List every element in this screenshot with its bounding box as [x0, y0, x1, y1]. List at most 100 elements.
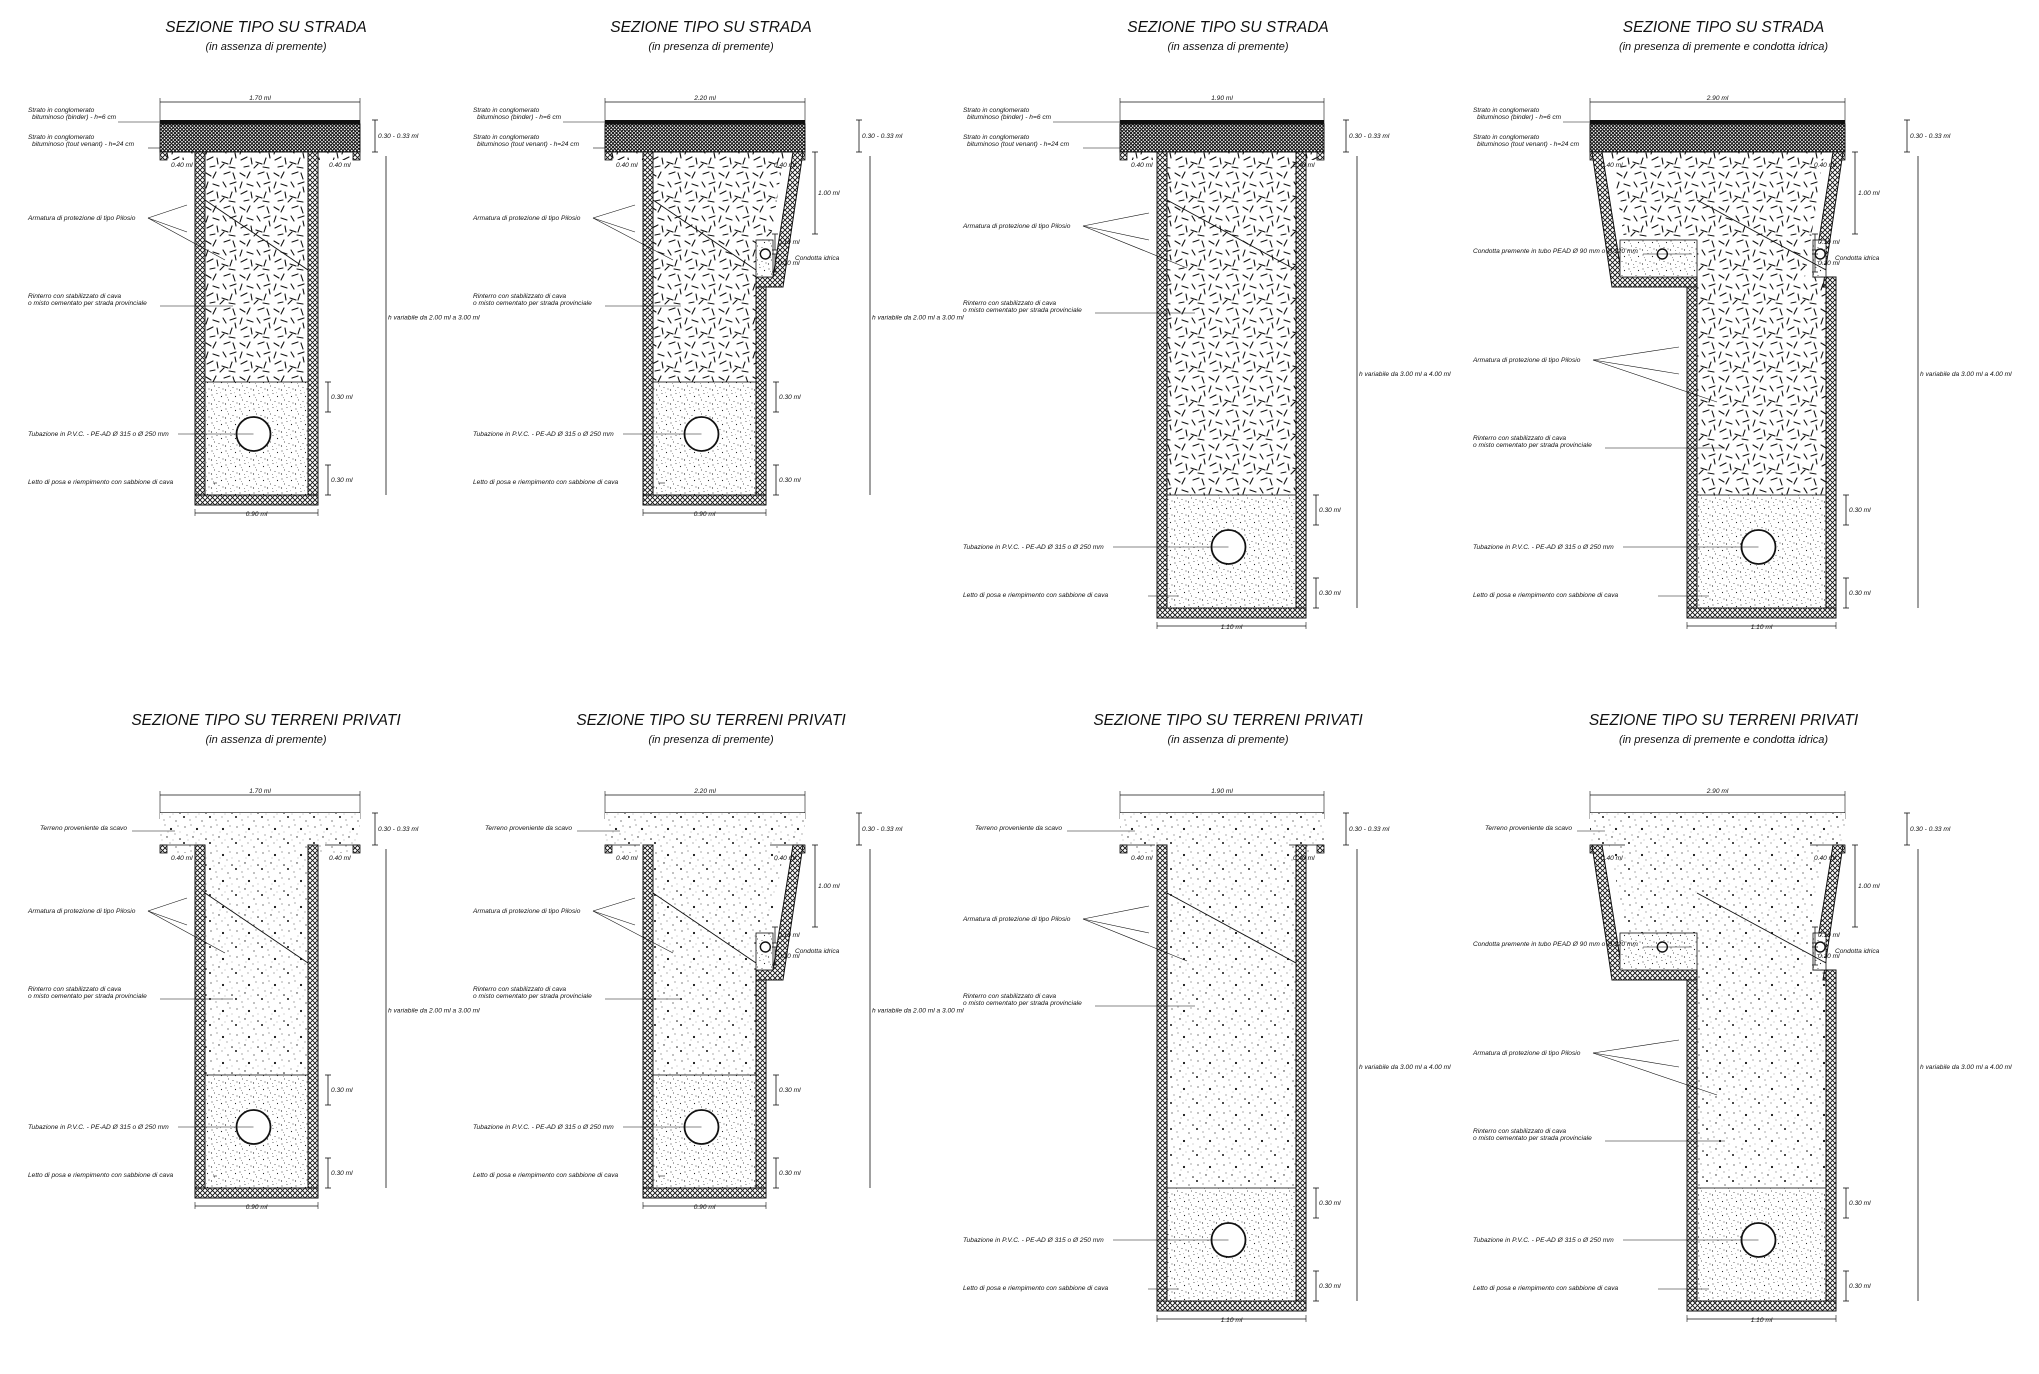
trench-wall-left [642, 844, 654, 1199]
dimension-label: 0.10 ml [1818, 932, 1840, 939]
dimension-label: 0.30 ml [331, 394, 353, 401]
dimension-h-variable: h variabile da 2.00 ml a 3.00 ml [388, 1008, 480, 1015]
label-rinterro-line1: Rinterro con stabilizzato di cava [28, 293, 121, 300]
label-rinterro-line1: Rinterro con stabilizzato di cava [28, 986, 121, 993]
trench-floor [194, 1187, 319, 1199]
section-title: SEZIONE TIPO SU TERRENI PRIVATI [131, 712, 401, 729]
section-subtitle: (in presenza di premente e condotta idri… [1619, 734, 1828, 746]
trench-wall-right [755, 969, 767, 1199]
dimension-label: 0.30 ml [331, 1087, 353, 1094]
label-rinterro-line2: o misto cementato per strada provinciale [963, 1000, 1082, 1007]
label-premente: Condotta premente in tubo PEAD Ø 90 mm o… [1473, 941, 1638, 948]
dimension-label: 0.30 ml [1319, 1200, 1341, 1207]
tout-venant-layer [1589, 123, 1846, 153]
leader-line [1082, 905, 1150, 920]
label-letto: Letto di posa e riempimento con sabbione… [28, 1172, 173, 1179]
section-panel-p2: SEZIONE TIPO SU TERRENI PRIVATI(in prese… [472, 712, 964, 1211]
label-terreno: Terreno proveniente da scavo [40, 825, 127, 832]
excavated-soil-layer [605, 813, 805, 845]
dimension-label: 0.10 ml [778, 239, 800, 246]
dimension-shoulder-left: 0.40 ml [1131, 855, 1153, 862]
leader-line [592, 897, 636, 912]
dimension-label: 0.10 ml [778, 260, 800, 267]
leader-line [1082, 225, 1188, 269]
trench-wall-right [1825, 276, 1837, 619]
label-layer2-line1: Strato in conglomerato [28, 134, 95, 141]
section-title: SEZIONE TIPO SU STRADA [610, 19, 812, 36]
bottom-width-dimension: 1.10 ml [1686, 622, 1837, 631]
label-layer1-line1: Strato in conglomerato [963, 107, 1030, 114]
dimension-label: 0.30 ml [1849, 1283, 1871, 1290]
section-subtitle: (in assenza di premente) [1167, 734, 1288, 746]
shoulder-left [604, 151, 613, 161]
dimension-label: 1.00 ml [818, 190, 840, 197]
shoulder-right [1316, 844, 1325, 854]
section-subtitle: (in presenza di premente) [648, 734, 774, 746]
dimension-label: 1.00 ml [818, 883, 840, 890]
excavated-soil-layer [1590, 813, 1845, 845]
dimension-bed: 0.30 ml [1843, 577, 1871, 609]
section-panel-p4: SEZIONE TIPO SU TERRENI PRIVATI(in prese… [1472, 712, 2012, 1324]
step-sand-box [1619, 239, 1698, 278]
label-rinterro-line2: o misto cementato per strada provinciale [1473, 1135, 1592, 1142]
leader-line [1592, 1052, 1718, 1096]
dimension-pipe-zone: 0.30 ml [325, 1074, 353, 1106]
trench-floor [1156, 1300, 1307, 1312]
dimension-label: 0.30 - 0.33 ml [1910, 826, 1951, 833]
label-condotta-idrica: Condotta idrica [1835, 255, 1880, 262]
dimension-shoulder-right: 0.40 ml [1293, 855, 1315, 862]
shoulder-right [1316, 151, 1325, 161]
label-rinterro-line2: o misto cementato per strada provinciale [28, 300, 147, 307]
label-layer1-line2: bituminoso (binder) - h=6 cm [477, 114, 562, 121]
trench-floor [1156, 607, 1307, 619]
leader-line [592, 217, 636, 233]
leader-line [147, 217, 226, 261]
label-armatura: Armatura di protezione di tipo Pilosio [962, 916, 1071, 923]
dimension-side-a: 0.10 ml [1812, 233, 1840, 251]
dimension-shoulder-left: 0.40 ml [616, 855, 638, 862]
label-layer2-line2: bituminoso (tout venant) - h=24 cm [477, 141, 580, 148]
top-width-label: 2.90 ml [1706, 788, 1729, 795]
dimension-label: 0.30 - 0.33 ml [1349, 826, 1390, 833]
dimension-shoulder-left: 0.40 ml [171, 855, 193, 862]
binder-layer [1120, 120, 1324, 124]
label-letto: Letto di posa e riempimento con sabbione… [963, 1285, 1108, 1292]
dimension-label: 0.30 ml [1319, 507, 1341, 514]
section-subtitle: (in assenza di premente) [205, 734, 326, 746]
dimension-label: 1.00 ml [1858, 190, 1880, 197]
armature-tie-line [1696, 199, 1827, 271]
label-letto: Letto di posa e riempimento con sabbione… [28, 479, 173, 486]
dimension-pipe-zone: 0.30 ml [1313, 494, 1341, 526]
bottom-width-dimension: 0.90 ml [194, 1202, 319, 1211]
trench-wall-right [1295, 844, 1307, 1312]
dimension-shoulder-left: 0.40 ml [171, 162, 193, 169]
section-subtitle: (in assenza di premente) [205, 41, 326, 53]
dimension-h-variable: h variabile da 3.00 ml a 4.00 ml [1359, 1064, 1451, 1071]
dimension-bed: 0.30 ml [773, 1157, 801, 1189]
dimension-shoulder-right: 0.40 ml [1814, 855, 1836, 862]
section-subtitle: (in presenza di premente e condotta idri… [1619, 41, 1828, 53]
dimension-shoulder-right: 0.40 ml [1814, 162, 1836, 169]
top-width-label: 1.70 ml [249, 788, 271, 795]
leader-line [1082, 918, 1150, 934]
dimension-step-depth: 1.00 ml [1852, 844, 1880, 928]
dimension-label: 0.30 ml [779, 1087, 801, 1094]
label-letto: Letto di posa e riempimento con sabbione… [473, 1172, 618, 1179]
dimension-h-variable: h variabile da 2.00 ml a 3.00 ml [872, 315, 964, 322]
label-layer1-line2: bituminoso (binder) - h=6 cm [32, 114, 117, 121]
dimension-label: 0.30 ml [779, 394, 801, 401]
shoulder-left [604, 844, 613, 854]
label-condotta-idrica: Condotta idrica [795, 948, 840, 955]
section-panel-s2: SEZIONE TIPO SU STRADA(in presenza di pr… [472, 19, 964, 518]
bottom-width-label: 0.90 ml [694, 1204, 716, 1211]
tout-venant-layer [604, 123, 806, 153]
dimension-label: 0.30 ml [1849, 1200, 1871, 1207]
dimension-label: 0.10 ml [778, 953, 800, 960]
dimension-label: 0.30 ml [779, 1170, 801, 1177]
dimension-label: 0.30 ml [1849, 507, 1871, 514]
label-layer1-line1: Strato in conglomerato [28, 107, 95, 114]
dimension-paving: 0.30 - 0.33 ml [856, 812, 903, 846]
leader-line [592, 910, 674, 954]
dimension-label: 0.30 ml [1319, 1283, 1341, 1290]
trench-wall-right [307, 151, 319, 506]
